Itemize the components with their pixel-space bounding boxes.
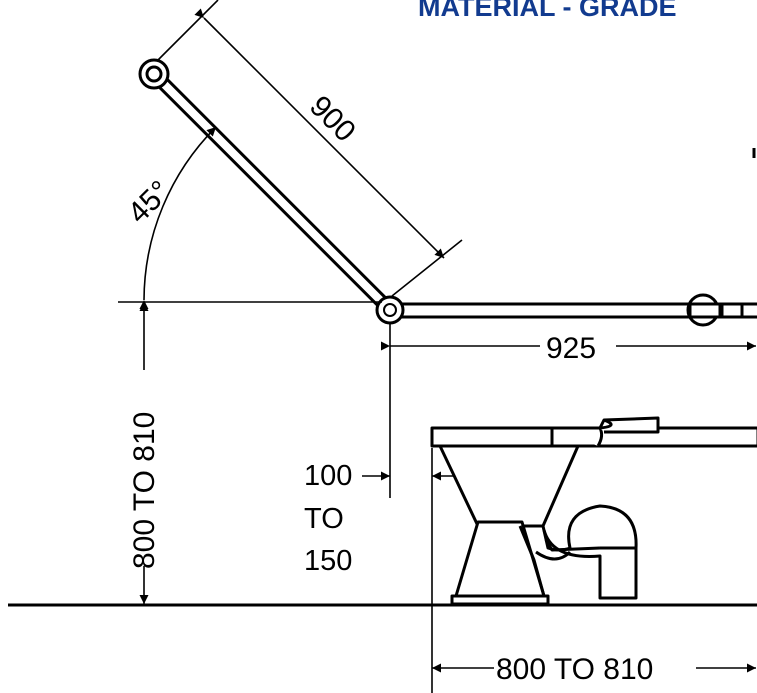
pan-offset-line2: TO: [304, 503, 344, 535]
pan-offset-line1: 100: [304, 460, 353, 492]
pan-projection-label: 800 TO 810: [496, 653, 653, 686]
dim-900: [157, 0, 463, 297]
toilet-pan: [430, 416, 757, 606]
dim-925: [381, 322, 756, 498]
horizontal-rail-label: 925: [546, 332, 596, 365]
dim-pan-projection: [431, 448, 756, 693]
drawing-title: MATERIAL - GRADE: [418, 0, 677, 22]
pan-offset-line3: 150: [304, 545, 353, 577]
corner-joint: [375, 295, 405, 325]
horizontal-grab-rail: [388, 293, 757, 327]
rail-length-label: 900: [303, 90, 362, 149]
rail-height-label: 800 TO 810: [128, 412, 161, 569]
angled-grab-rail: [138, 58, 397, 317]
angle-label: 45°: [122, 175, 177, 230]
dim-angle: [118, 126, 382, 310]
